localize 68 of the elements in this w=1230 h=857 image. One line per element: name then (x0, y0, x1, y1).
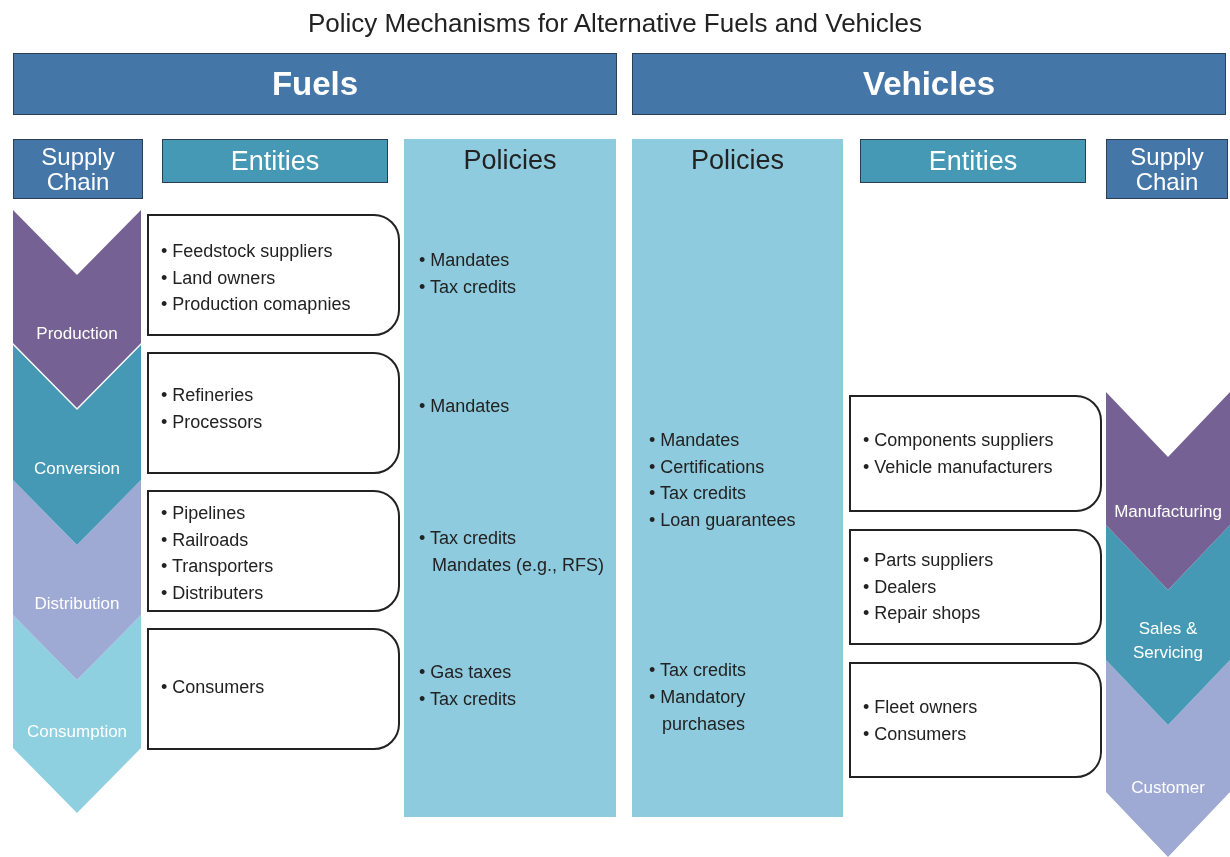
policy-item: • Mandates (419, 249, 510, 272)
bullet-item: • Consumers (863, 722, 967, 746)
policy-item: Mandates (e.g., RFS) (432, 554, 605, 577)
bullet-item: • Processors (161, 410, 263, 434)
header-text: Fuels (271, 65, 359, 103)
chevron-stage (1106, 525, 1230, 725)
entity-box (147, 628, 400, 750)
bullet-item: • Production comapnies (161, 293, 351, 316)
bullet-item: • Pipelines (161, 502, 246, 525)
bullet-item: • Distributers (161, 581, 264, 605)
stage-label: Sales & Servicing (1132, 618, 1204, 664)
policy-item: • Mandatory purchases (649, 686, 747, 736)
policy-item: • Tax credits (649, 659, 746, 682)
entity-box (849, 662, 1102, 778)
bullet-item: • Railroads (161, 528, 249, 552)
chevron-stage (13, 480, 141, 680)
header-text: Vehicles (862, 65, 996, 103)
bullet-item: • Refineries (161, 384, 254, 407)
stage-label: Production (35, 323, 119, 345)
stage-label: Consumption (25, 721, 129, 743)
header-bar (13, 53, 617, 115)
bullet-item: • Transporters (161, 555, 274, 578)
policy-item: • Tax credits (419, 527, 516, 550)
bullet-item: • Feedstock suppliers (161, 240, 333, 263)
policy-item: • Mandates (419, 395, 510, 418)
bullet-item: • Components suppliers (863, 429, 1054, 452)
policy-item: • Gas taxes (419, 661, 512, 684)
header-text: Supply Chain (40, 144, 116, 194)
chevron-stage (13, 345, 141, 545)
entity-box (849, 529, 1102, 645)
header-text: Entities (928, 145, 1018, 177)
column-heading: Policies (462, 145, 558, 176)
policy-item: • Certifications (649, 456, 765, 479)
policy-item: • Tax credits (419, 688, 516, 711)
stage-label: Conversion (33, 458, 121, 480)
bullet-item: • Dealers (863, 575, 937, 599)
header-text: Entities (230, 145, 320, 177)
stage-label: Manufacturing (1113, 501, 1223, 523)
chevron-stage (1106, 392, 1230, 590)
header-bar (632, 53, 1226, 115)
policy-item: • Mandates (649, 429, 740, 452)
policy-item: • Tax credits (649, 482, 746, 505)
header-bar (162, 139, 388, 183)
header-bar (860, 139, 1086, 183)
header-bar (1106, 139, 1228, 199)
header-text: Supply Chain (1129, 144, 1205, 194)
entity-box (147, 214, 400, 336)
chevron-stage (13, 615, 141, 813)
policy-column (632, 139, 843, 817)
entity-box (849, 395, 1102, 512)
stage-label: Distribution (33, 593, 121, 615)
bullet-item: • Fleet owners (863, 696, 978, 719)
header-bar (13, 139, 143, 199)
bullet-item: • Parts suppliers (863, 549, 994, 572)
bullet-item: • Land owners (161, 266, 276, 290)
entity-box (147, 352, 400, 474)
bullet-item: • Consumers (161, 676, 265, 699)
diagram-title: Policy Mechanisms for Alternative Fuels and Vehicles (307, 8, 923, 38)
chevron-stage (13, 210, 141, 408)
entity-box (147, 490, 400, 612)
policy-column (404, 139, 616, 817)
column-heading: Policies (689, 145, 785, 176)
policy-item: • Loan guarantees (649, 509, 796, 532)
chevron-stage (1106, 660, 1230, 857)
bullet-item: • Repair shops (863, 602, 981, 625)
bullet-item: • Vehicle manufacturers (863, 455, 1053, 479)
policy-item: • Tax credits (419, 276, 516, 299)
stage-label: Customer (1130, 777, 1206, 799)
